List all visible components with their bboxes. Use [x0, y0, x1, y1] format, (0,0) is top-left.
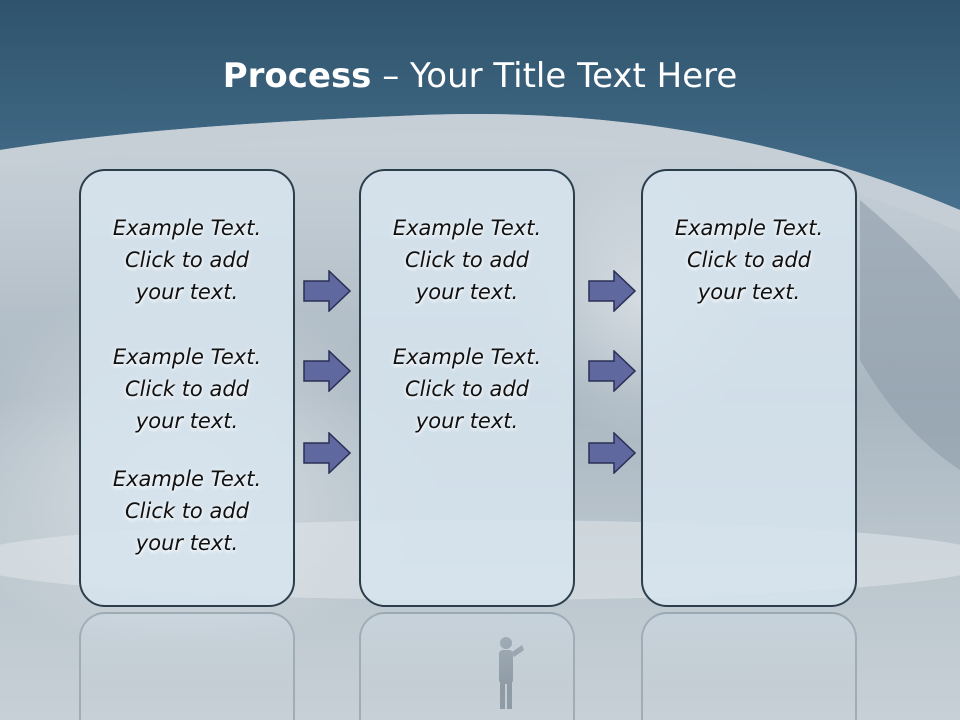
text-line: Click to add	[124, 499, 249, 523]
text-line: Click to add	[124, 248, 249, 272]
text-line: Example Text.	[112, 216, 262, 240]
title-rest: – Your Title Text Here	[371, 56, 738, 96]
text-line: Click to add	[686, 248, 811, 272]
text-placeholder[interactable]: Example Text. Click to add your text.	[361, 341, 573, 437]
text-placeholder[interactable]: Example Text. Click to add your text.	[81, 463, 293, 559]
box-reflection	[79, 612, 295, 720]
right-arrow-icon	[303, 432, 351, 474]
text-line: Example Text.	[112, 345, 262, 369]
process-box-1[interactable]: Example Text. Click to add your text. Ex…	[79, 169, 295, 607]
text-line: Click to add	[404, 248, 529, 272]
text-line: Click to add	[124, 377, 249, 401]
title-bold: Process	[222, 56, 372, 96]
box-reflection	[641, 612, 857, 720]
text-line: your text.	[135, 531, 239, 555]
text-line: your text.	[415, 409, 519, 433]
text-line: Example Text.	[674, 216, 824, 240]
right-arrow-icon	[303, 350, 351, 392]
text-line: your text.	[697, 280, 801, 304]
slide-title: Process – Your Title Text Here	[0, 56, 960, 96]
box-reflection	[359, 612, 575, 720]
text-placeholder[interactable]: Example Text. Click to add your text.	[81, 341, 293, 437]
text-placeholder[interactable]: Example Text. Click to add your text.	[81, 212, 293, 308]
right-arrow-icon	[588, 432, 636, 474]
text-line: your text.	[135, 280, 239, 304]
text-line: Example Text.	[392, 345, 542, 369]
right-arrow-icon	[303, 270, 351, 312]
text-placeholder[interactable]: Example Text. Click to add your text.	[643, 212, 855, 308]
right-arrow-icon	[588, 270, 636, 312]
right-arrow-icon	[588, 350, 636, 392]
text-line: your text.	[135, 409, 239, 433]
text-line: Click to add	[404, 377, 529, 401]
text-line: your text.	[415, 280, 519, 304]
text-placeholder[interactable]: Example Text. Click to add your text.	[361, 212, 573, 308]
text-line: Example Text.	[392, 216, 542, 240]
process-box-3[interactable]: Example Text. Click to add your text.	[641, 169, 857, 607]
text-line: Example Text.	[112, 467, 262, 491]
process-box-2[interactable]: Example Text. Click to add your text. Ex…	[359, 169, 575, 607]
